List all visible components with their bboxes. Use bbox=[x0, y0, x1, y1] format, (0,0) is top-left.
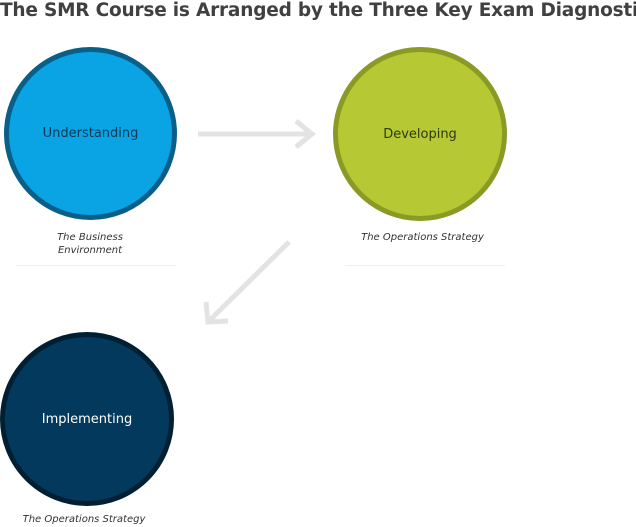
arrow-right-icon bbox=[198, 119, 316, 149]
caption-understanding: The Business Environment bbox=[40, 231, 140, 257]
circle-label: Implementing bbox=[41, 411, 133, 427]
page-title: The SMR Course is Arranged by the Three … bbox=[0, 0, 636, 21]
circle-understanding: Understanding bbox=[4, 47, 177, 220]
caption-developing: The Operations Strategy bbox=[361, 232, 484, 243]
caption-line-1: The Business bbox=[57, 232, 123, 243]
caption-implementing: The Operations Strategy bbox=[22, 514, 146, 525]
divider bbox=[345, 265, 505, 266]
circle-implementing: Implementing bbox=[0, 332, 174, 506]
divider bbox=[16, 265, 176, 266]
arrow-down-left-icon bbox=[203, 240, 291, 325]
circle-developing: Developing bbox=[333, 47, 507, 221]
circle-label: Understanding bbox=[42, 126, 139, 141]
circle-label: Developing bbox=[383, 126, 457, 142]
caption-line-2: Environment bbox=[57, 245, 123, 256]
